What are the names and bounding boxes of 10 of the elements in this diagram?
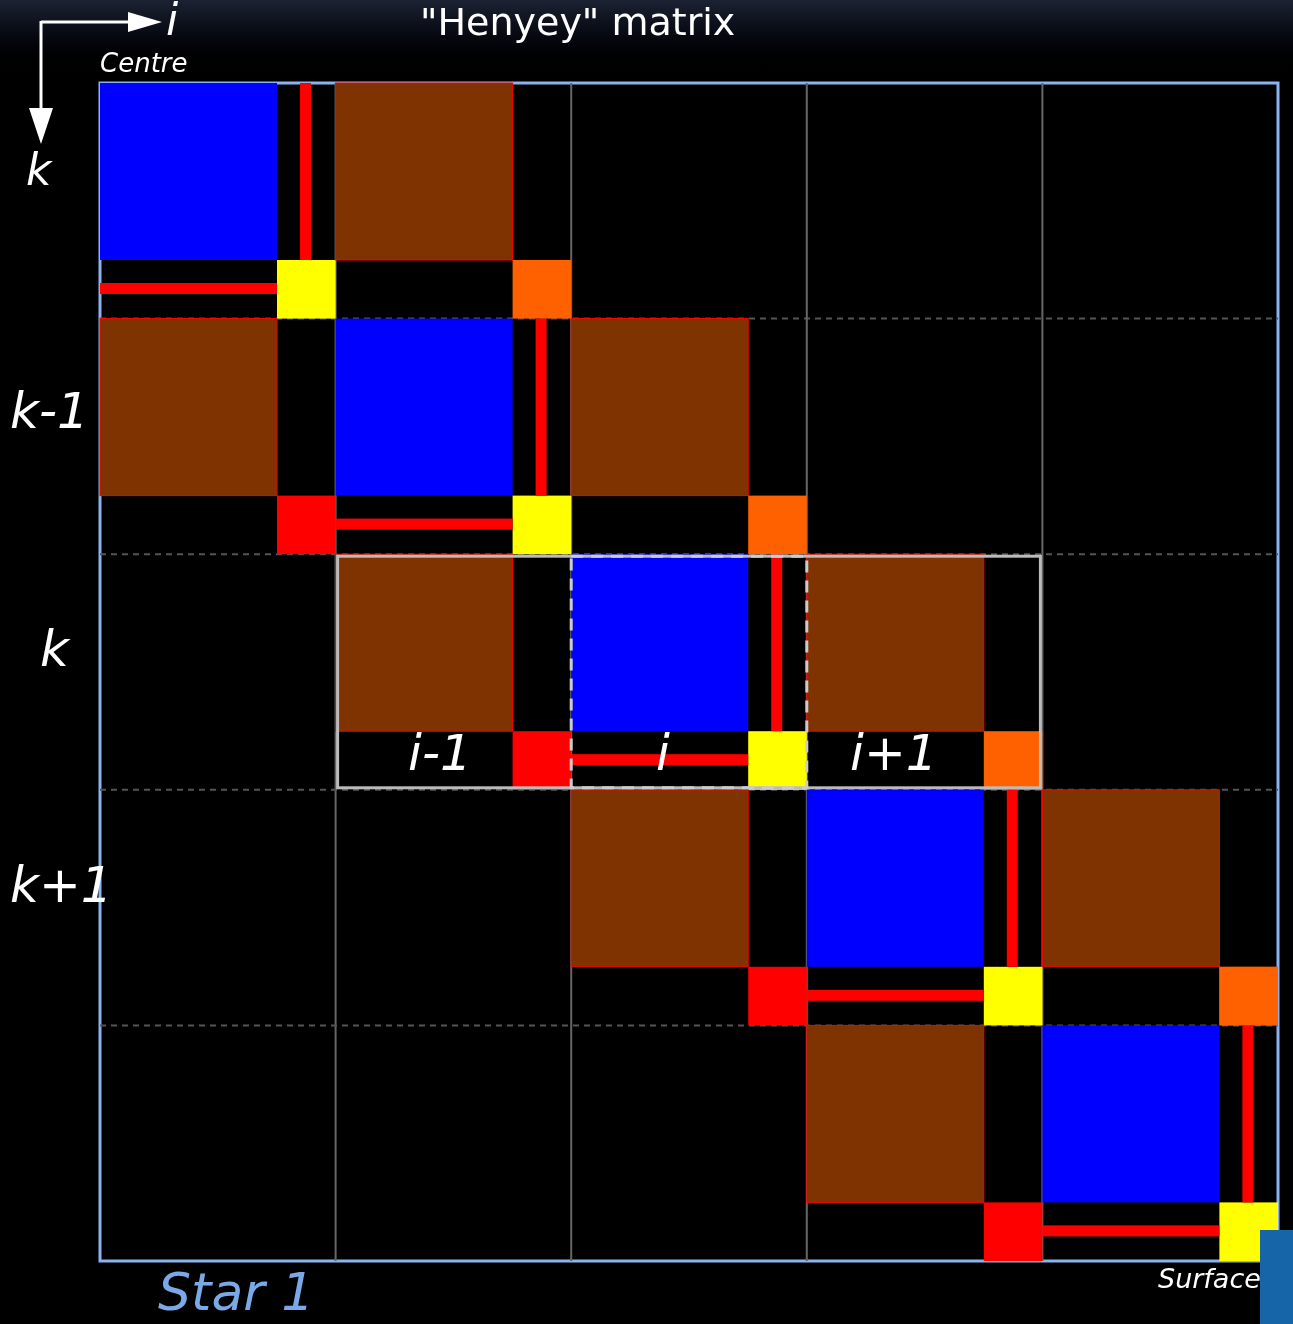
matrix-caption: Star 1 bbox=[158, 1266, 315, 1318]
axis-label: i bbox=[166, 0, 179, 42]
column-label: i+1 bbox=[850, 728, 938, 778]
column-label: i-1 bbox=[408, 728, 472, 778]
row-label: k-1 bbox=[10, 386, 89, 436]
boundary-label: Surface bbox=[1158, 1265, 1261, 1292]
axis-caption: Centre bbox=[100, 50, 188, 76]
title: "Henyey" matrix bbox=[420, 0, 736, 44]
row-label: k bbox=[40, 624, 69, 674]
axis-label: k bbox=[26, 148, 52, 192]
